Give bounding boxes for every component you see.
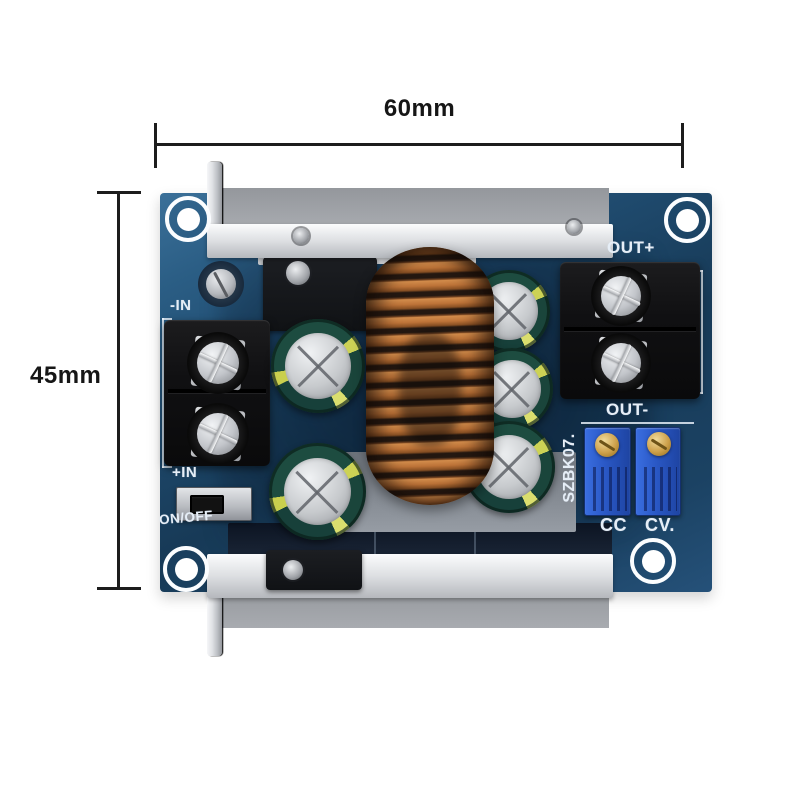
board-screw	[198, 261, 244, 307]
to220-component	[266, 550, 362, 590]
switch-knob	[190, 495, 224, 514]
width-dimension-label: 60mm	[383, 95, 456, 122]
height-dimension-tick-top	[97, 191, 141, 194]
mounting-hole-bottom-right	[630, 538, 676, 584]
heatsink-body	[211, 188, 609, 228]
height-dimension-label: 45mm	[30, 362, 102, 389]
label-model-marking: SZBK07.	[561, 433, 578, 503]
trimmer-silkscreen-line	[581, 422, 694, 424]
heatsink-screw	[293, 228, 309, 244]
toroidal-inductor	[366, 247, 494, 505]
heatsink-fin	[207, 162, 222, 226]
electrolytic-capacitor	[271, 319, 365, 413]
output-silkscreen-bracket	[701, 270, 703, 394]
output-terminal-screw-positive	[591, 266, 651, 326]
input-silkscreen-bracket-end	[162, 466, 172, 468]
width-dimension-line	[156, 143, 683, 146]
power-slide-switch	[176, 487, 252, 521]
component-screw	[283, 560, 303, 580]
cv-trimmer-screw	[647, 432, 671, 456]
heatsink-screw	[567, 220, 581, 234]
label-input-positive: +IN	[172, 464, 198, 481]
label-input-negative: -IN	[170, 297, 192, 314]
heatsink-fin	[207, 596, 222, 656]
mounting-hole-top-right	[664, 197, 710, 243]
mounting-hole-top-left	[165, 196, 211, 242]
heatsink-fins	[207, 162, 613, 226]
input-silkscreen-bracket-end	[162, 318, 172, 320]
component-screw	[286, 261, 310, 285]
height-dimension-tick-bottom	[97, 587, 141, 590]
width-dimension-tick-left	[154, 123, 157, 168]
label-output-negative: OUT-	[606, 400, 649, 419]
cv-trimmer-potentiometer	[635, 427, 681, 516]
label-constant-voltage: CV.	[645, 515, 675, 535]
input-silkscreen-bracket	[162, 318, 164, 468]
input-terminal-screw-negative	[187, 332, 249, 394]
heatsink-fins	[207, 596, 613, 656]
terminal-divider	[564, 327, 696, 331]
height-dimension-line	[117, 193, 120, 590]
cc-trimmer-screw	[595, 433, 619, 457]
cc-trimmer-potentiometer	[584, 427, 631, 516]
input-terminal-screw-positive	[187, 403, 249, 465]
label-output-positive: OUT+	[607, 238, 655, 257]
mounting-hole-bottom-left	[163, 546, 209, 592]
width-dimension-tick-right	[681, 123, 684, 168]
top-heatsink	[207, 162, 613, 258]
power-component-block	[263, 257, 377, 331]
output-terminal-screw-negative	[591, 333, 651, 393]
label-constant-current: CC	[600, 515, 627, 535]
electrolytic-capacitor	[269, 443, 366, 540]
